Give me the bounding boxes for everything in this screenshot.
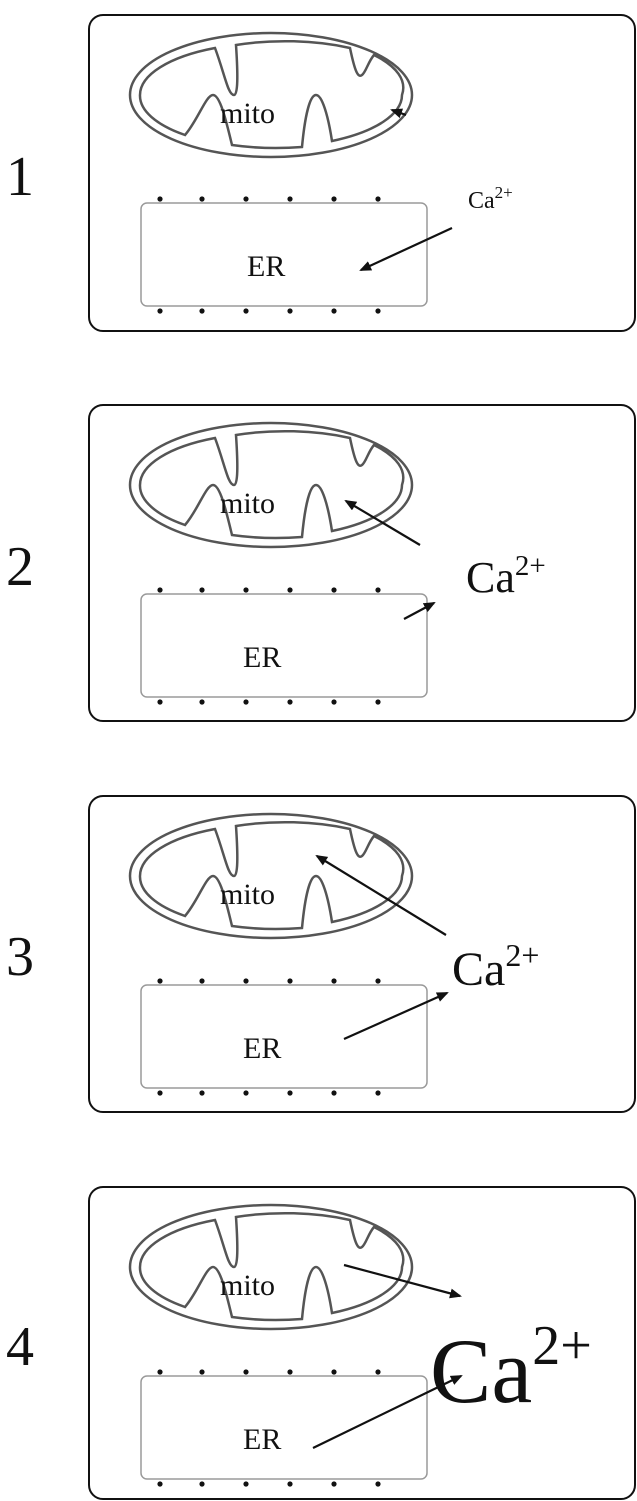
er-label-4: ER: [243, 1423, 281, 1456]
ribosomes-4: [157, 1369, 381, 1487]
ribosomes-2: [157, 587, 381, 705]
er-2: ER: [140, 587, 428, 705]
mito-label-4: mito: [220, 1269, 275, 1302]
cell-box-2: [88, 404, 636, 722]
panel-3: 3 mito ER Ca2+: [6, 795, 636, 1113]
arrow-ion-to-er-2: [403, 602, 436, 620]
er-label-1: ER: [247, 250, 285, 283]
panel-1: 1 mito ER Ca2+: [6, 14, 636, 332]
arrow-er-to-ion-3: [343, 991, 449, 1041]
er-4: ER: [140, 1369, 428, 1487]
ribosomes-3: [157, 978, 381, 1096]
arrow-ion-to-mito-2: [344, 499, 421, 546]
panel-4: 4 mito ER Ca2+: [6, 1186, 636, 1500]
mito-label-2: mito: [220, 487, 275, 520]
mito-label-1: mito: [220, 97, 275, 130]
arrow-ion-to-mito-1: [390, 108, 407, 119]
calcium-ion-3: Ca2+: [452, 937, 539, 996]
arrow-ion-to-mito-3: [315, 854, 447, 936]
er-label-2: ER: [243, 641, 281, 674]
cell-box-4: [88, 1186, 636, 1500]
panel-number-3: 3: [6, 926, 34, 988]
calcium-ion-2: Ca2+: [466, 550, 546, 602]
panel-2: 2 mito ER Ca2+: [6, 404, 636, 722]
mitochondrion-1: mito: [128, 31, 414, 159]
er-label-3: ER: [243, 1032, 281, 1065]
cell-box-3: [88, 795, 636, 1113]
panel-number-1: 1: [6, 146, 34, 208]
arrow-mito-to-ion-4: [343, 1263, 462, 1299]
mito-label-3: mito: [220, 878, 275, 911]
mitochondrion-2: mito: [128, 421, 414, 549]
mitochondrion-4: mito: [128, 1203, 414, 1331]
ribosomes-1: [157, 196, 381, 314]
mitochondrion-3: mito: [128, 812, 414, 940]
er-3: ER: [140, 978, 428, 1096]
arrow-er-to-ion-4: [312, 1375, 463, 1449]
panel-number-2: 2: [6, 536, 34, 598]
calcium-ion-4: Ca2+: [430, 1315, 592, 1422]
calcium-ion-1: Ca2+: [468, 183, 513, 214]
arrow-ion-to-er-1: [359, 227, 453, 271]
cell-box-1: [88, 14, 636, 332]
er-1: ER: [140, 196, 428, 314]
panel-number-4: 4: [6, 1316, 34, 1378]
